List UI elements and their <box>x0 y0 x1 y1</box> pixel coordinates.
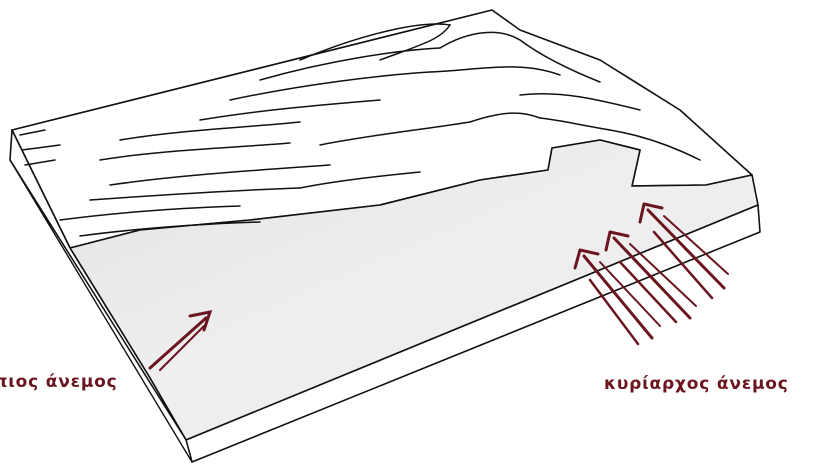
label-left-wind: πιος άνεμος <box>0 372 118 392</box>
label-dominant-wind: κυρίαρχος άνεμος <box>604 374 789 394</box>
